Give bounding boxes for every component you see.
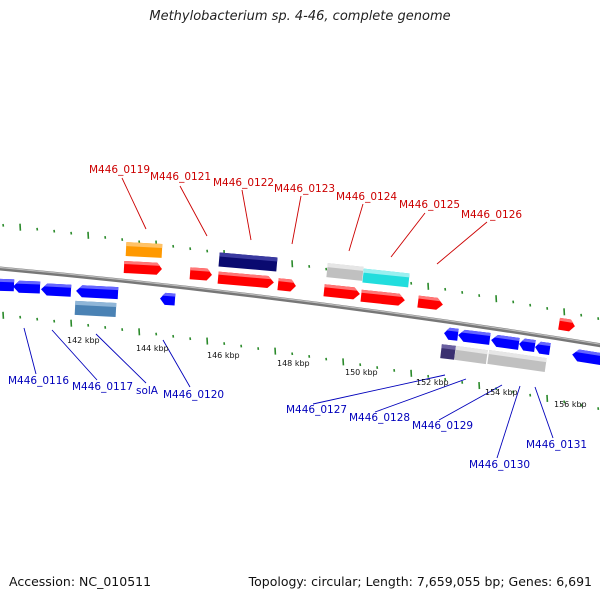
forward-gene[interactable]	[417, 295, 443, 311]
gene-label-forward[interactable]: M446_0125	[399, 199, 460, 211]
reverse-gene[interactable]	[490, 334, 520, 350]
leader-line-forward	[348, 203, 364, 252]
gene-label-forward[interactable]: M446_0121	[150, 171, 211, 183]
leader-line-reverse	[496, 385, 521, 459]
forward-gene[interactable]	[189, 267, 213, 281]
reverse-gene[interactable]	[571, 349, 600, 366]
gene-label-reverse[interactable]: M446_0127	[286, 404, 347, 416]
grey-feature[interactable]	[487, 350, 547, 372]
reverse-gene[interactable]	[518, 338, 536, 353]
leader-line-forward	[241, 189, 252, 241]
gene-label-forward[interactable]: M446_0126	[461, 209, 522, 221]
kbp-tick-label: 146 kbp	[207, 351, 240, 360]
cyan-feature[interactable]	[362, 268, 410, 288]
forward-gene[interactable]	[323, 284, 360, 300]
forward-gene[interactable]	[217, 271, 275, 289]
forward-gene[interactable]	[277, 278, 296, 292]
gene-label-forward[interactable]: M446_0122	[213, 177, 274, 189]
darkpurple-feature[interactable]	[440, 344, 456, 360]
gene-label-reverse[interactable]: solA	[136, 385, 159, 397]
leader-line-forward	[390, 212, 426, 258]
leader-line-reverse	[374, 378, 467, 413]
kbp-tick-label: 144 kbp	[136, 344, 169, 353]
lower-feature-row	[74, 300, 547, 372]
gene-label-reverse[interactable]: M446_0130	[469, 459, 530, 471]
kbp-tick-label: 154 kbp	[485, 388, 518, 397]
leader-line-reverse	[162, 339, 191, 388]
gene-label-reverse[interactable]: M446_0120	[163, 389, 224, 401]
reverse-gene[interactable]	[13, 280, 41, 294]
leader-line-reverse	[23, 327, 37, 375]
reverse-gene[interactable]	[160, 292, 176, 306]
steelblue-feature[interactable]	[74, 300, 117, 318]
navy-feature[interactable]	[218, 252, 278, 272]
leader-line-reverse	[312, 374, 446, 405]
forward-gene-labels: M446_0119 M446_0121 M446_0122 M446_0123 …	[89, 164, 522, 221]
leader-line-reverse	[95, 333, 147, 384]
reverse-gene[interactable]	[534, 341, 551, 356]
genome-backbone	[0, 266, 600, 348]
leader-line-forward	[179, 185, 208, 237]
upper-feature-row	[125, 242, 410, 288]
kbp-tick-label: 156 kbp	[554, 400, 587, 409]
reverse-gene[interactable]	[443, 327, 459, 341]
forward-gene[interactable]	[123, 261, 163, 275]
grey-feature[interactable]	[326, 263, 364, 281]
gene-label-reverse[interactable]: M446_0129	[412, 420, 473, 432]
gene-label-reverse[interactable]: M446_0116	[8, 375, 69, 387]
leader-line-reverse	[534, 386, 554, 439]
reverse-gene[interactable]	[457, 329, 491, 345]
reverse-gene-labels: M446_0116 M446_0117 solA M446_0120 M446_…	[8, 375, 587, 471]
orange-feature[interactable]	[125, 242, 163, 258]
kbp-tick-labels: 142 kbp 144 kbp 146 kbp 148 kbp 150 kbp …	[67, 336, 587, 409]
map-title: Methylobacterium sp. 4-46, complete geno…	[149, 9, 451, 24]
reverse-strand-genes	[0, 278, 600, 366]
kbp-tick-label: 148 kbp	[277, 359, 310, 368]
genome-summary-text: Topology: circular; Length: 7,659,055 bp…	[248, 574, 592, 589]
reverse-gene[interactable]	[41, 283, 72, 297]
forward-gene[interactable]	[558, 317, 576, 332]
forward-gene[interactable]	[360, 289, 405, 307]
gene-label-reverse[interactable]: M446_0128	[349, 412, 410, 424]
leader-line-reverse	[438, 384, 503, 421]
leader-line-forward	[121, 177, 147, 230]
forward-strand-genes	[123, 261, 576, 332]
leader-line-reverse	[51, 329, 98, 381]
gene-label-reverse[interactable]: M446_0131	[526, 439, 587, 451]
leader-line-forward	[291, 195, 302, 245]
reverse-gene[interactable]	[76, 285, 119, 300]
genome-backbone-highlight	[0, 266, 600, 345]
kbp-tick-label: 142 kbp	[67, 336, 100, 345]
kbp-tick-label: 150 kbp	[345, 368, 378, 377]
gene-label-forward[interactable]: M446_0124	[336, 191, 397, 203]
grey-feature[interactable]	[454, 345, 488, 365]
reverse-gene[interactable]	[0, 278, 15, 292]
leader-line-forward	[436, 221, 488, 265]
kbp-tick-label: 152 kbp	[416, 378, 449, 387]
gene-label-reverse[interactable]: M446_0117	[72, 381, 133, 393]
gene-label-forward[interactable]: M446_0123	[274, 183, 335, 195]
gene-label-forward[interactable]: M446_0119	[89, 164, 150, 176]
leader-lines	[121, 177, 488, 265]
leader-lines-reverse	[23, 327, 554, 459]
accession-text: Accession: NC_010511	[9, 574, 152, 589]
